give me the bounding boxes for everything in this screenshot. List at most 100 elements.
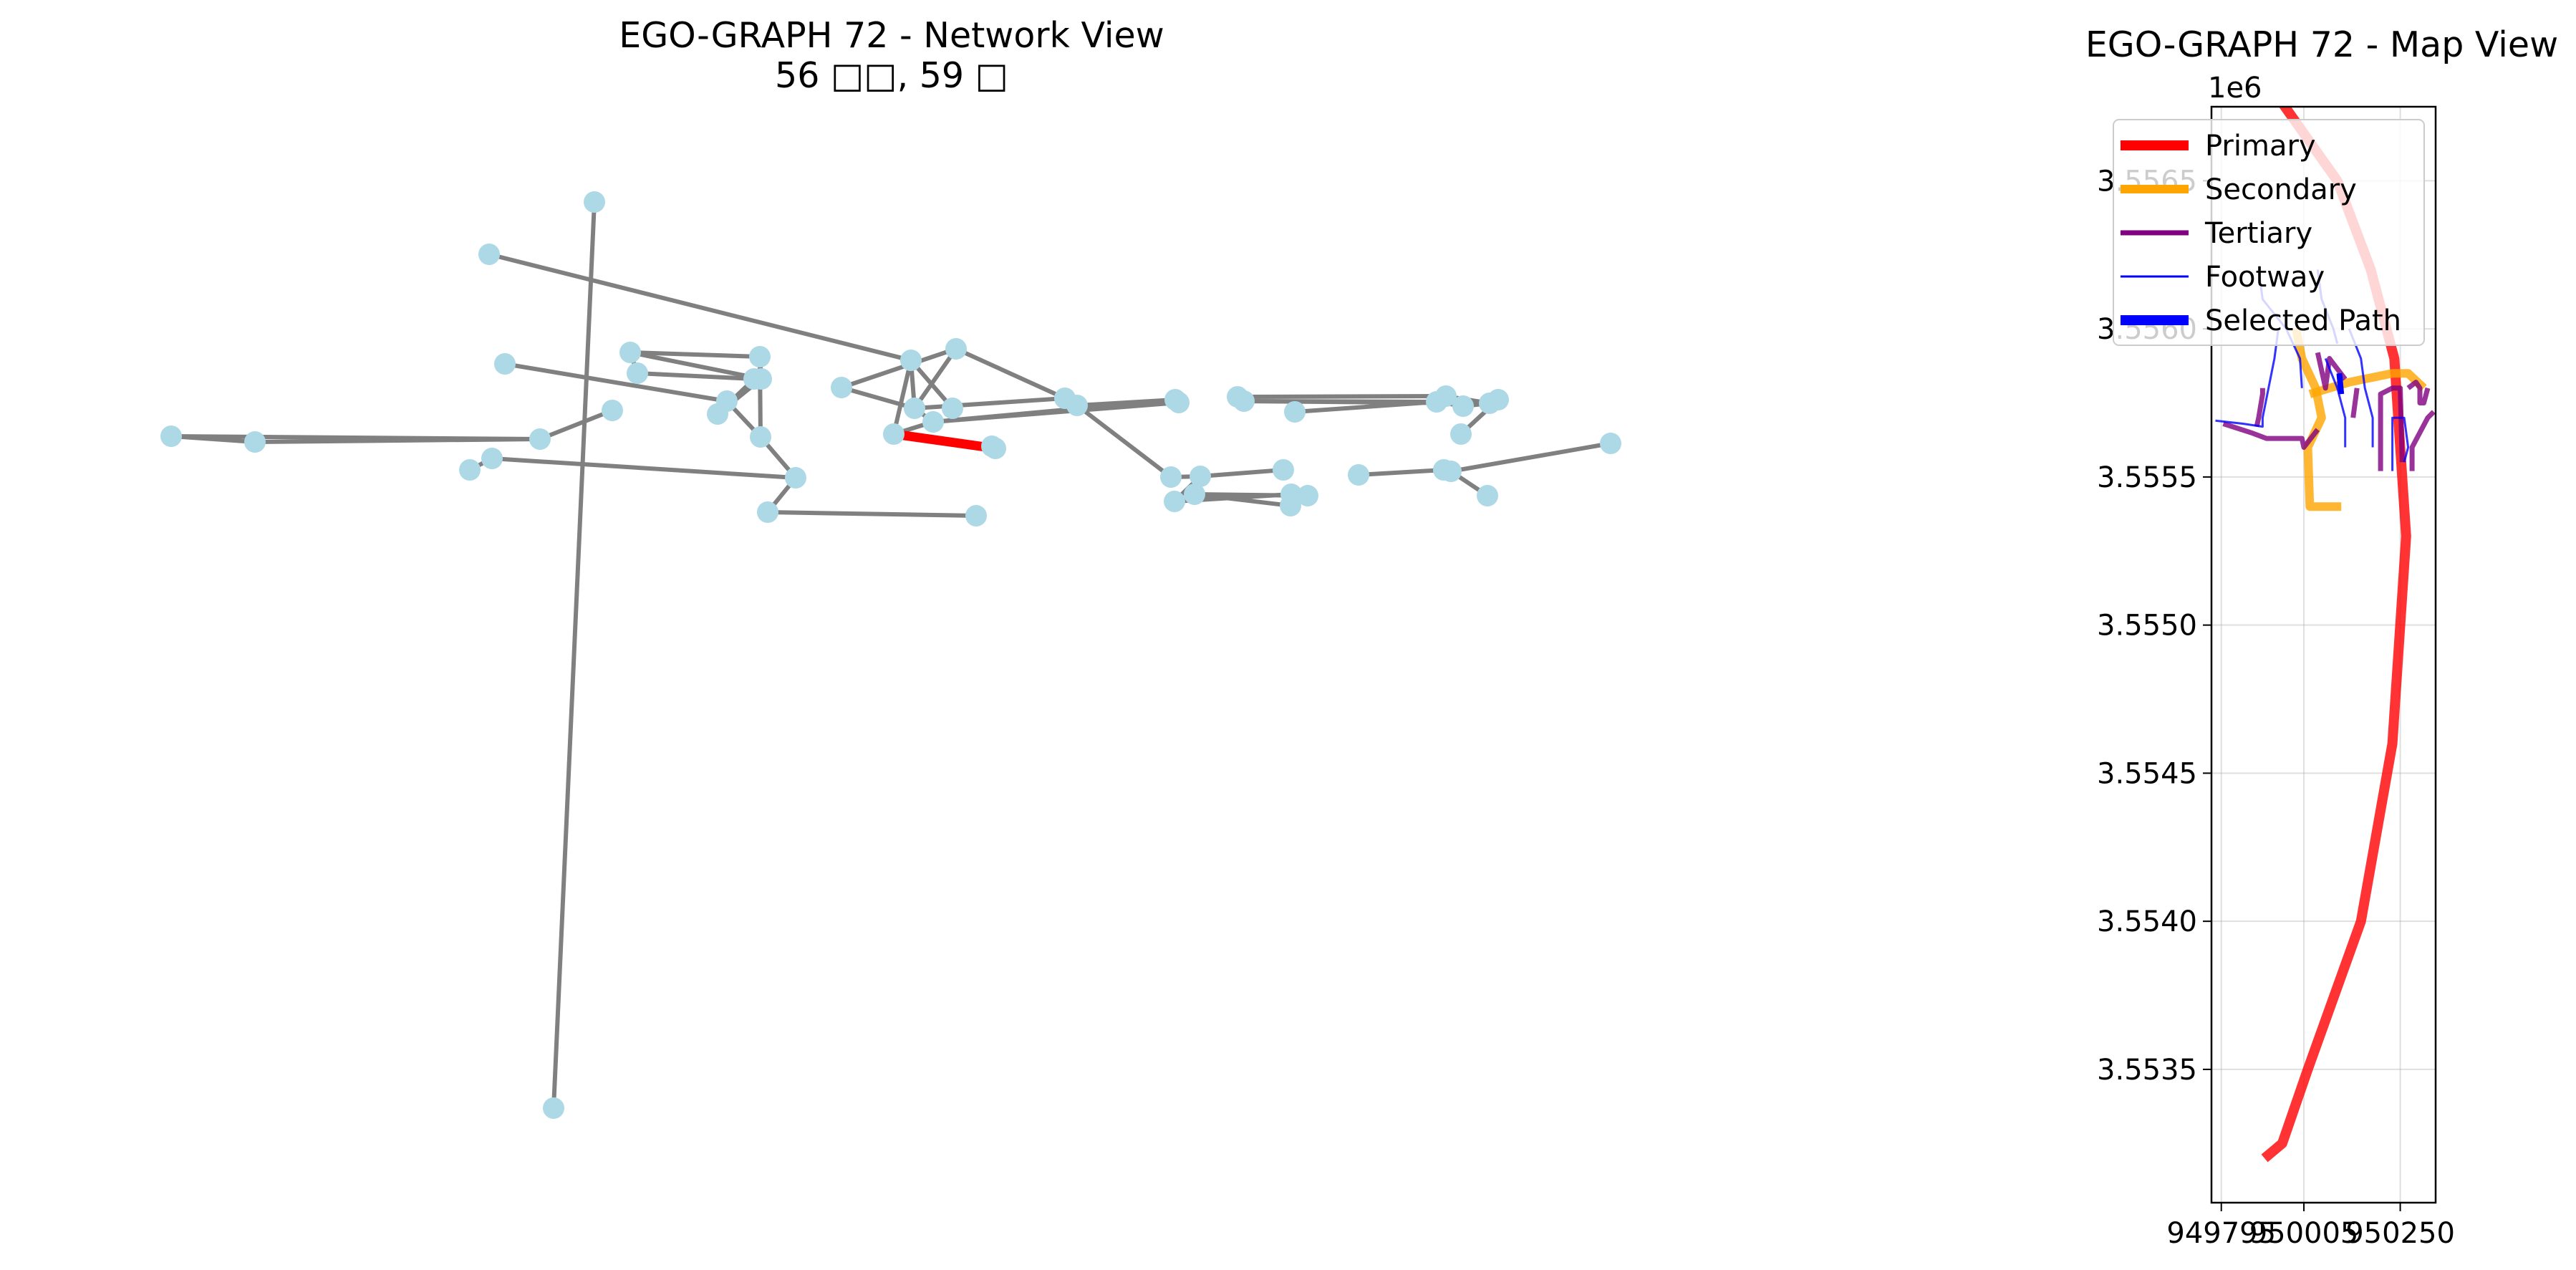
network-node <box>1348 464 1369 486</box>
network-node <box>1297 485 1318 506</box>
network-node <box>627 362 648 384</box>
network-node <box>1164 491 1185 512</box>
network-edge <box>912 347 958 410</box>
network-node <box>942 398 963 419</box>
map-series-tertiary <box>2254 388 2265 428</box>
x-tick-label: 950250 <box>2345 1217 2455 1250</box>
network-node <box>1066 395 1088 416</box>
network-node <box>494 353 516 375</box>
map-title: EGO-GRAPH 72 - Map View <box>2085 24 2558 65</box>
network-edge <box>839 347 958 390</box>
map-series-footway <box>2348 328 2374 448</box>
map-legend: PrimarySecondaryTertiaryFootwaySelected … <box>2113 119 2425 346</box>
map-series-footway <box>2391 416 2410 471</box>
x-tick-label: 949795 <box>2166 1217 2276 1250</box>
network-edge <box>954 347 1067 400</box>
network-node <box>743 368 765 390</box>
map-series-tertiary <box>2378 385 2405 471</box>
network-node <box>584 191 605 213</box>
network-edge <box>635 371 756 381</box>
y-tick-label: 3.5540 <box>2097 905 2197 938</box>
legend-box <box>2113 119 2425 346</box>
map-view: EGO-GRAPH 72 - Map View 1e6 3.5535 3.5540… <box>2085 24 2558 1250</box>
network-edge <box>253 437 542 444</box>
map-series-tertiary <box>2350 388 2360 418</box>
network-node <box>707 403 728 425</box>
network-node <box>160 425 182 447</box>
network-node <box>945 338 967 360</box>
network-node <box>619 342 641 363</box>
network-edge <box>1449 441 1613 473</box>
network-edge <box>503 362 729 403</box>
network-edge <box>1293 400 1439 414</box>
network-node <box>904 398 925 419</box>
network-edge <box>487 252 913 362</box>
network-edge <box>551 200 597 1110</box>
map-series-tertiary <box>2409 410 2436 471</box>
map-axes-frame <box>2210 105 2437 1204</box>
map-series-secondary <box>2292 327 2342 511</box>
network-edge <box>839 385 917 410</box>
network-node <box>1450 423 1472 445</box>
network-edge <box>1356 468 1446 477</box>
x-tick-label: 950005 <box>2249 1217 2359 1250</box>
network-node <box>1487 389 1509 410</box>
network-node <box>922 411 944 433</box>
network-node <box>1280 495 1301 516</box>
network-title-line2: 56 □□, 59 □ <box>775 55 1008 96</box>
network-node <box>965 505 987 526</box>
network-edge <box>931 400 1181 424</box>
network-edge <box>912 396 1067 410</box>
network-node <box>831 377 852 398</box>
network-title-line1: EGO-GRAPH 72 - Network View <box>619 15 1164 56</box>
y-offset-text: 1e6 <box>2208 72 2262 105</box>
network-edge <box>628 350 762 359</box>
network-node <box>1160 466 1182 488</box>
network-node <box>1477 485 1498 506</box>
network-node <box>883 423 905 445</box>
network-edge <box>490 456 798 480</box>
network-nodes <box>160 191 1621 1119</box>
network-edge <box>1075 403 1173 479</box>
network-node <box>757 501 778 523</box>
legend-label: Tertiary <box>2204 217 2312 250</box>
network-edge <box>892 358 913 436</box>
network-node <box>1184 484 1205 505</box>
network-node <box>1233 390 1255 412</box>
network-node <box>1452 395 1474 417</box>
network-node <box>1440 461 1462 482</box>
network-view: EGO-GRAPH 72 - Network View 56 □□, 59 □ <box>160 15 1621 1119</box>
network-node <box>1600 433 1621 454</box>
network-node <box>1435 385 1457 407</box>
network-node <box>481 448 503 469</box>
network-node <box>900 350 922 371</box>
map-series-selected-path <box>2336 372 2345 395</box>
network-node <box>459 459 481 481</box>
y-tick-label: 3.5545 <box>2097 757 2197 790</box>
y-tick-label: 3.5555 <box>2097 461 2197 494</box>
network-node <box>543 1097 564 1119</box>
highlighted-edge <box>893 429 996 453</box>
network-edge <box>1235 394 1448 399</box>
legend-label: Secondary <box>2205 173 2357 206</box>
network-edge <box>628 350 763 381</box>
network-node <box>244 431 266 453</box>
network-node <box>529 428 551 450</box>
network-node <box>1284 401 1306 423</box>
map-series-footway <box>2324 357 2347 448</box>
y-tick-label: 3.5535 <box>2097 1054 2197 1087</box>
network-edge <box>1075 398 1177 408</box>
network-node <box>1168 392 1190 413</box>
y-tick-label: 3.5550 <box>2097 610 2197 643</box>
network-node <box>750 426 771 448</box>
legend-label: Footway <box>2205 261 2325 294</box>
network-node <box>749 346 771 367</box>
network-node <box>981 436 1003 457</box>
network-node <box>602 400 623 421</box>
network-edge <box>1198 468 1285 478</box>
network-edge <box>1192 492 1293 508</box>
map-series-tertiary <box>2406 380 2431 405</box>
legend-label: Primary <box>2205 130 2316 163</box>
legend-label: Selected Path <box>2205 304 2401 337</box>
